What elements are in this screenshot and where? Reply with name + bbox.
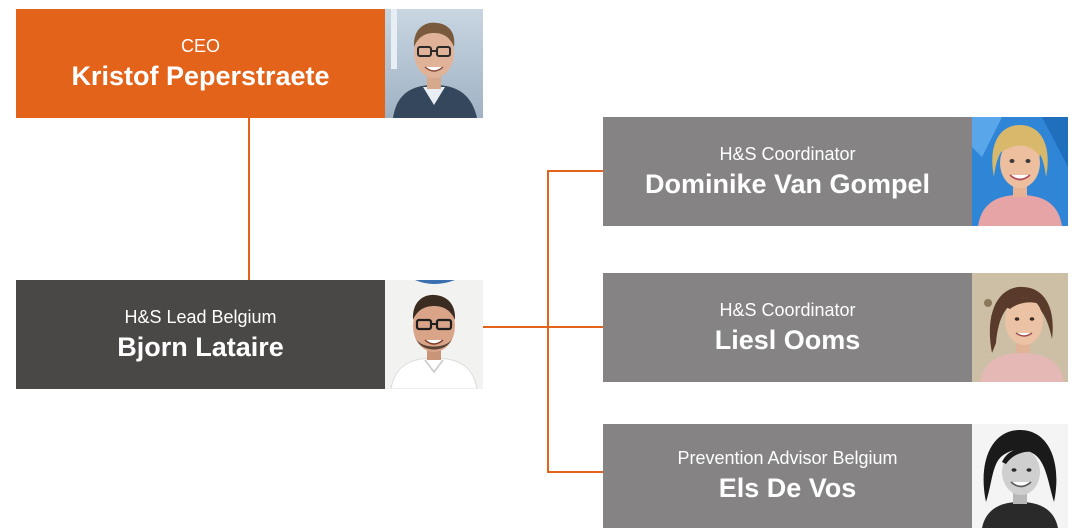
report-card-1: H&S Coordinator Dominike Van Gompel [603, 117, 972, 226]
ceo-card: CEO Kristof Peperstraete [16, 9, 385, 118]
ceo-role: CEO [180, 35, 220, 56]
report-card-2: H&S Coordinator Liesl Ooms [603, 273, 972, 382]
report-3-photo [972, 424, 1068, 528]
lead-card: H&S Lead Belgium Bjorn Lataire [16, 280, 385, 389]
report-1-photo [972, 117, 1068, 226]
report-2-role: H&S Coordinator [719, 299, 856, 320]
report-1-role: H&S Coordinator [719, 143, 856, 164]
report-3-role: Prevention Advisor Belgium [677, 448, 898, 468]
report-2-name: Liesl Ooms [714, 324, 861, 355]
ceo-photo [385, 9, 483, 118]
ceo-name: Kristof Peperstraete [71, 60, 330, 91]
report-card-3: Prevention Advisor Belgium Els De Vos [603, 424, 972, 528]
lead-photo [385, 280, 483, 389]
report-2-photo [972, 273, 1068, 382]
lead-role: H&S Lead Belgium [124, 306, 277, 327]
lead-name: Bjorn Lataire [117, 331, 284, 362]
report-3-name: Els De Vos [718, 473, 857, 503]
report-1-name: Dominike Van Gompel [644, 168, 931, 199]
